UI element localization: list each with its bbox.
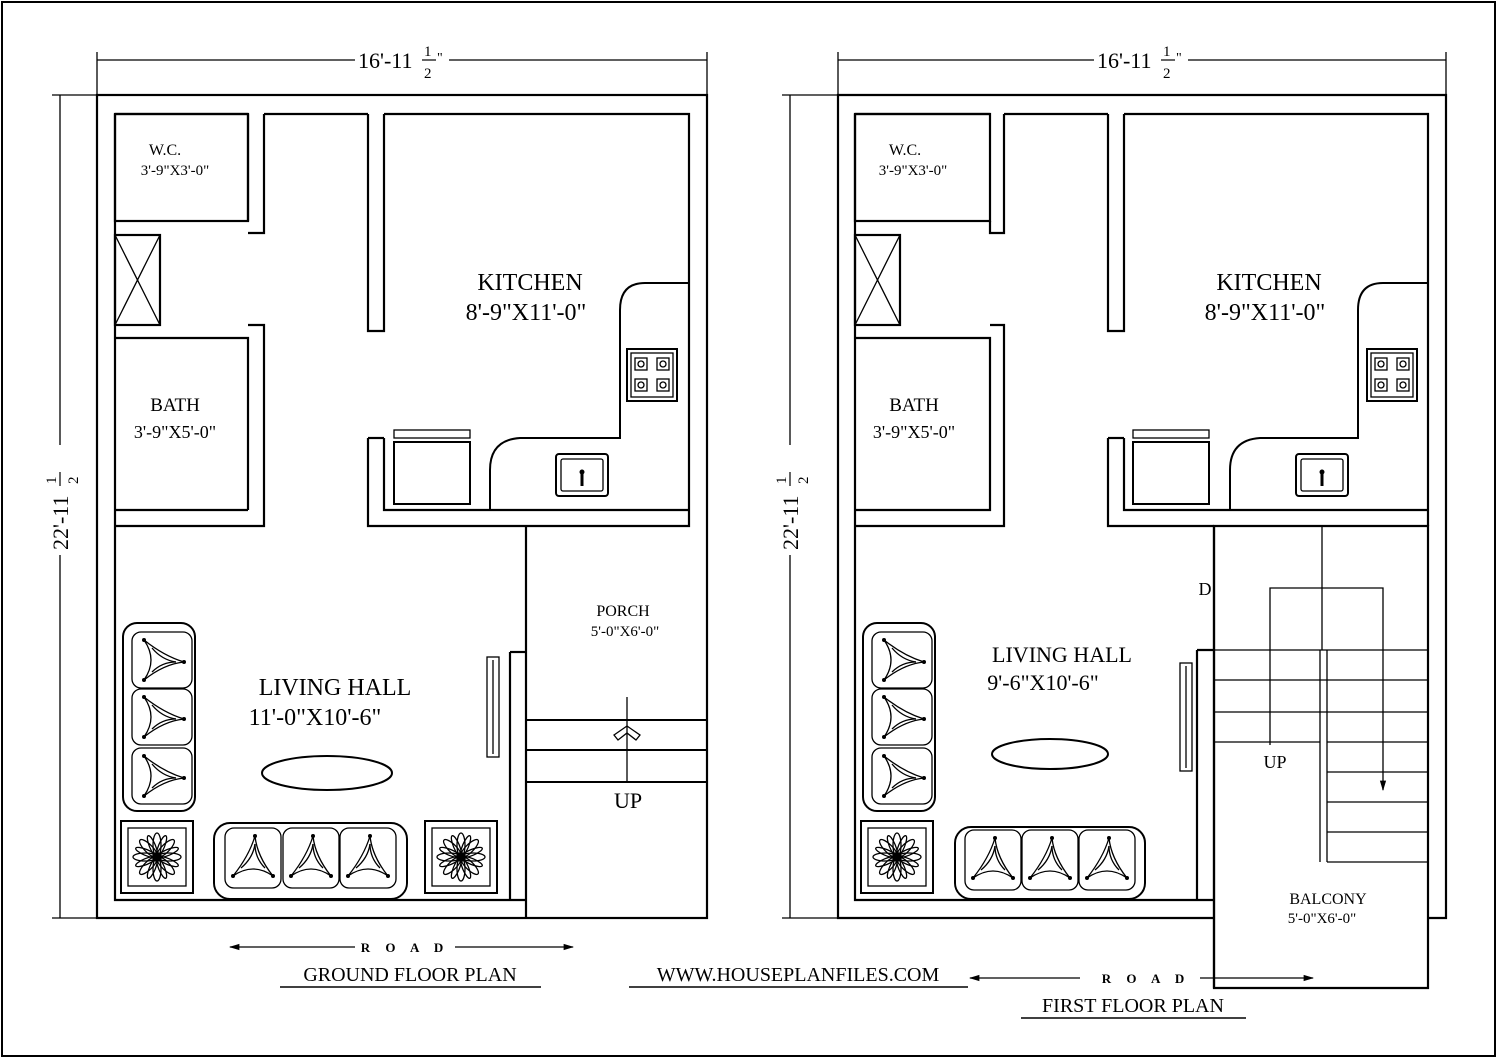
- ground-wc-label: W.C.: [149, 142, 181, 159]
- first-stair-up-label: UP: [1263, 752, 1286, 772]
- ground-kitchen-label: KITCHEN: [477, 270, 582, 296]
- ground-side-table-right-icon: [424, 820, 498, 894]
- ground-kitchen-counter: [489, 282, 689, 510]
- ground-side-table-left-icon: [120, 820, 194, 894]
- first-outer-wall-outer: [836, 93, 1448, 920]
- svg-text:1: 1: [1163, 44, 1171, 60]
- ground-floor-plan: 16'-11 1 2 " 22'-11 1 2: [44, 40, 709, 988]
- ground-coffee-table: [261, 755, 393, 791]
- ground-stair-arrow-icon: [613, 725, 641, 741]
- first-living-label: LIVING HALL: [992, 642, 1132, 667]
- svg-text:2: 2: [66, 477, 82, 485]
- first-side-table-icon: [860, 820, 934, 894]
- first-floor-title: FIRST FLOOR PLAN: [1042, 995, 1224, 1017]
- svg-text:": ": [1176, 51, 1182, 66]
- ground-stove-icon: [626, 348, 678, 402]
- svg-text:2: 2: [1163, 66, 1171, 82]
- ground-living-size: 11'-0"X10'-6": [249, 705, 382, 731]
- svg-text:2: 2: [424, 66, 432, 82]
- first-bath-room: [855, 336, 992, 512]
- ground-duct-shaft: [113, 233, 162, 327]
- ground-width-dim-text: 16'-11: [358, 48, 412, 73]
- ground-bath-room: [115, 336, 250, 510]
- first-kitchen-size: 8'-9"X11'-0": [1205, 300, 1326, 326]
- first-living-size: 9'-6"X10'-6": [987, 670, 1098, 695]
- svg-text:2: 2: [796, 477, 812, 485]
- first-stove-icon: [1366, 348, 1418, 402]
- first-wc-room: [853, 112, 992, 223]
- ground-kitchen-size: 8'-9"X11'-0": [466, 300, 587, 326]
- ground-road-label: R O A D: [361, 940, 450, 955]
- ground-bath-label: BATH: [150, 395, 200, 416]
- svg-text:1: 1: [44, 477, 60, 485]
- website-label: WWW.HOUSEPLANFILES.COM: [657, 964, 940, 986]
- ground-porch-label: PORCH: [596, 603, 650, 620]
- first-width-dim-text: 16'-11: [1097, 48, 1151, 73]
- ground-wc-size: 3'-9"X3'-0": [141, 163, 209, 179]
- first-stair-path-arrow: [1269, 587, 1387, 792]
- ground-fridge-icon: [393, 429, 471, 505]
- first-wc-label: W.C.: [889, 142, 921, 159]
- ground-living-label: LIVING HALL: [259, 675, 412, 701]
- first-duct-shaft: [853, 233, 902, 327]
- ground-window: [486, 656, 500, 758]
- first-floor-plan: 16'-11 1 2 " 22'-11 1 2: [774, 40, 1448, 1019]
- first-sofa-bottom: [954, 826, 1146, 900]
- first-kitchen-counter: [1229, 282, 1428, 510]
- first-sink-icon: [1294, 452, 1350, 498]
- first-bath-label: BATH: [889, 395, 939, 416]
- first-balcony-label: BALCONY: [1289, 891, 1367, 908]
- svg-text:": ": [437, 51, 443, 66]
- first-height-dim-text: 22'-11: [778, 496, 803, 550]
- ground-height-dim-text: 22'-11: [48, 496, 73, 550]
- first-window: [1179, 662, 1193, 772]
- first-bath-size: 3'-9"X5'-0": [873, 422, 955, 442]
- svg-text:1: 1: [424, 44, 432, 60]
- ground-porch-size: 5'-0"X6'-0": [591, 624, 659, 640]
- ground-sofa-left: [122, 622, 196, 812]
- svg-text:1: 1: [774, 477, 790, 485]
- first-balcony-size: 5'-0"X6'-0": [1288, 911, 1356, 927]
- ground-sofa-bottom: [213, 822, 408, 900]
- first-road-label: R O A D: [1102, 971, 1191, 986]
- first-kitchen-label: KITCHEN: [1216, 270, 1321, 296]
- first-fridge-icon: [1132, 429, 1210, 505]
- ground-sink-icon: [554, 452, 610, 498]
- ground-floor-title: GROUND FLOOR PLAN: [303, 964, 516, 986]
- ground-bath-size: 3'-9"X5'-0": [134, 422, 216, 442]
- ground-stair-up-label: UP: [614, 788, 642, 813]
- first-sofa-left: [862, 622, 936, 812]
- first-door-mark: D: [1199, 579, 1212, 599]
- first-wc-size: 3'-9"X3'-0": [879, 163, 947, 179]
- first-coffee-table: [991, 738, 1109, 770]
- ground-outer-wall-outer: [95, 93, 709, 920]
